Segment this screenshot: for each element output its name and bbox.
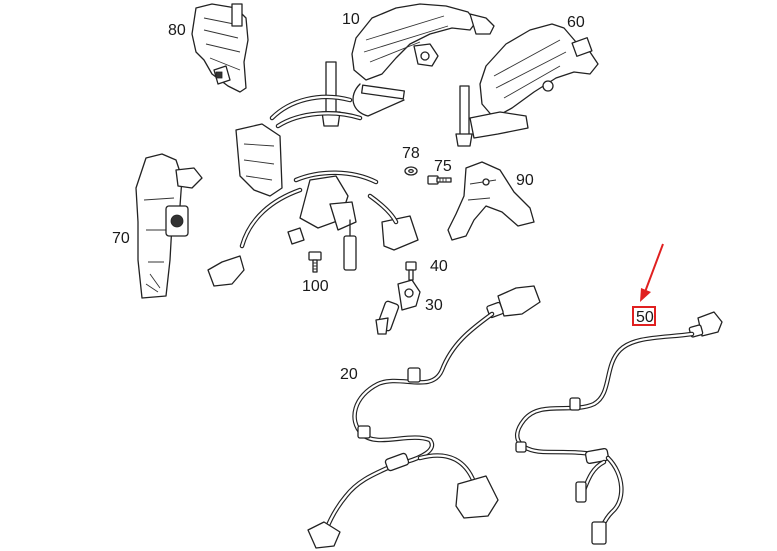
callout-80: 80 xyxy=(168,22,186,39)
part-80-bracket xyxy=(191,3,249,93)
part-75-bolt xyxy=(427,175,452,185)
callout-100: 100 xyxy=(302,278,329,295)
callout-50: 50 xyxy=(636,309,654,326)
highlight-arrow xyxy=(640,243,664,302)
part-40-bolt xyxy=(405,261,417,281)
callout-78: 78 xyxy=(402,145,420,162)
part-20-sensor-harness xyxy=(307,285,541,549)
callout-10: 10 xyxy=(342,11,360,28)
part-30-speed-sensor xyxy=(375,279,421,335)
part-60-bracket xyxy=(455,23,599,147)
part-10-harness-bracket xyxy=(321,3,495,127)
callout-70: 70 xyxy=(112,230,130,247)
part-70-bracket xyxy=(135,153,203,299)
central-harness-assembly xyxy=(207,94,419,287)
callout-20: 20 xyxy=(340,366,358,383)
part-78-washer xyxy=(404,166,418,176)
callout-60: 60 xyxy=(567,14,585,31)
callout-75: 75 xyxy=(434,158,452,175)
part-100-bolt xyxy=(308,251,322,273)
callout-90: 90 xyxy=(516,172,534,189)
part-90-bracket xyxy=(447,161,535,241)
part-50-sensor-harness xyxy=(515,311,723,545)
callout-50-highlight xyxy=(632,306,656,326)
callout-40: 40 xyxy=(430,258,448,275)
callout-30: 30 xyxy=(425,297,443,314)
